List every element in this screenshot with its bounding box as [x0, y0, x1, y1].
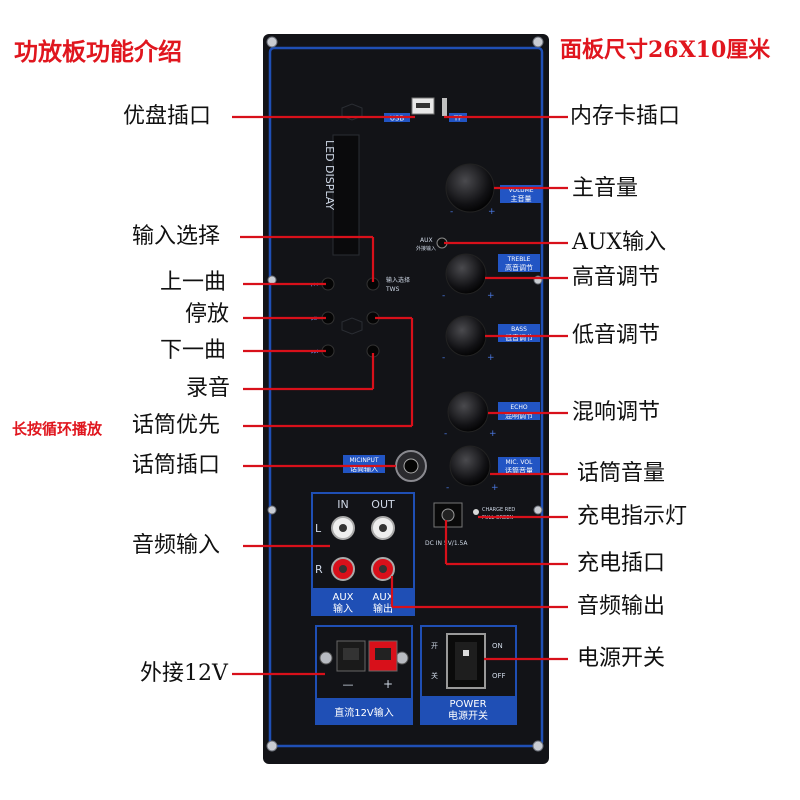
screw	[266, 740, 278, 752]
volume-tag-en: VOLUME	[508, 187, 533, 194]
dc12v-cn: 直流12V输入	[334, 706, 394, 719]
panel-border	[268, 46, 544, 748]
screw	[533, 505, 543, 515]
aux-small-text: AUX	[420, 237, 433, 244]
screw	[532, 740, 544, 752]
label-mic-priority: 话筒优先	[132, 413, 221, 438]
charge-red-text: CHARGE RED	[482, 507, 515, 513]
switch-off-label: OFF	[492, 672, 506, 680]
screw	[267, 275, 277, 285]
mic-input-en: MICINPUT	[349, 457, 378, 464]
micvol-minus: -	[446, 483, 449, 493]
channel-r: R	[315, 563, 323, 576]
label-treble: 高音调节	[572, 265, 661, 290]
label-echo: 混响调节	[572, 400, 661, 425]
channel-l: L	[315, 522, 322, 535]
switch-open-label: 开	[431, 642, 438, 650]
aux-in-header: IN	[337, 498, 348, 511]
screw	[266, 36, 278, 48]
echo-tag-cn: 混响调节	[505, 411, 533, 420]
label-mic-jack: 话筒插口	[132, 453, 221, 478]
echo-knob[interactable]	[447, 391, 489, 433]
aux-in-cn: 输入	[333, 602, 353, 615]
label-ext-12v: 外接12V	[140, 661, 228, 686]
label-power-switch: 电源开关	[577, 646, 666, 671]
switch-close-label: 关	[431, 671, 438, 680]
tf-tag-text: TF	[453, 115, 462, 123]
treble-tag-en: TREBLE	[507, 256, 531, 263]
micvol-tag-en: MIC. VOL	[505, 459, 533, 466]
tws-text: TWS	[385, 286, 400, 293]
echo-minus: -	[444, 429, 447, 439]
power-en: POWER	[449, 699, 486, 710]
led-display	[332, 134, 360, 256]
panel-size-note: 面板尺寸26X10厘米	[560, 37, 771, 63]
volume-minus: -	[450, 207, 453, 217]
treble-plus: +	[487, 291, 495, 301]
label-record: 录音	[186, 376, 231, 401]
label-prev-track: 上一曲	[160, 270, 227, 295]
dc12v-plus-label: +	[383, 677, 393, 691]
mic-input-tag	[343, 455, 385, 473]
aux-small-cn-text: 外接输入	[416, 245, 436, 252]
label-usb-port: 优盘插口	[123, 104, 212, 129]
charge-led	[473, 509, 479, 515]
label-bass: 低音调节	[572, 323, 661, 348]
volume-knob[interactable]	[445, 163, 495, 213]
switch-on-label: ON	[492, 642, 503, 650]
mic-volume-knob[interactable]	[449, 445, 491, 487]
label-play-pause: 停放	[185, 302, 230, 327]
dc12v-minus-terminal[interactable]	[336, 640, 366, 672]
aux-out-cn: 输出	[373, 602, 393, 615]
led-display-label: LED DISPLAY	[323, 140, 336, 210]
label-audio-out: 音频输出	[577, 594, 666, 619]
micvol-tag-cn: 话筒音量	[505, 466, 533, 475]
tf-slot[interactable]	[442, 98, 447, 116]
label-aux-input: AUX输入	[572, 230, 667, 255]
micvol-knob-group: MIC. VOL 话筒音量 - +	[446, 445, 540, 493]
treble-knob-group: TREBLE 高音调节 - +	[442, 253, 540, 301]
treble-minus: -	[442, 291, 445, 301]
bass-knob[interactable]	[445, 315, 487, 357]
volume-plus: +	[488, 207, 496, 217]
bass-plus: +	[487, 353, 495, 363]
dc12v-minus-label: —	[343, 678, 354, 691]
screw	[532, 36, 544, 48]
aux-out-en: AUX	[372, 592, 393, 603]
volume-knob-group: VOLUME 主音量 - +	[445, 163, 542, 217]
label-audio-in: 音频输入	[132, 533, 221, 558]
label-main-volume: 主音量	[572, 176, 639, 201]
mic-input-cn: 话筒输入	[350, 464, 378, 473]
label-tf-port: 内存卡插口	[570, 104, 681, 129]
power-cn: 电源开关	[448, 709, 488, 722]
bass-minus: -	[442, 353, 445, 363]
usb-tag-text: USB	[390, 115, 405, 123]
label-long-press: 长按循环播放	[12, 420, 103, 438]
aux-in-en: AUX	[332, 592, 353, 603]
micvol-plus: +	[491, 483, 499, 493]
diagram-title: 功放板功能介绍	[14, 37, 182, 66]
label-charge-led: 充电指示灯	[577, 504, 688, 529]
screw	[267, 505, 277, 515]
treble-tag-cn: 高音调节	[505, 263, 533, 272]
volume-tag-cn: 主音量	[511, 194, 532, 203]
bass-tag-en: BASS	[511, 326, 527, 333]
callout-lines	[232, 115, 568, 676]
label-charge-port: 充电插口	[577, 551, 666, 576]
label-next-track: 下一曲	[160, 338, 227, 363]
label-mic-volume: 话筒音量	[577, 461, 666, 486]
echo-plus: +	[489, 429, 497, 439]
echo-tag-en: ECHO	[510, 404, 527, 411]
input-select-text: 输入选择	[386, 276, 410, 284]
bass-tag-cn: 低音调节	[505, 333, 533, 342]
aux-out-header: OUT	[371, 498, 395, 511]
treble-knob[interactable]	[445, 253, 487, 295]
echo-knob-group: ECHO 混响调节 - +	[444, 391, 540, 439]
label-input-select: 输入选择	[132, 224, 221, 249]
